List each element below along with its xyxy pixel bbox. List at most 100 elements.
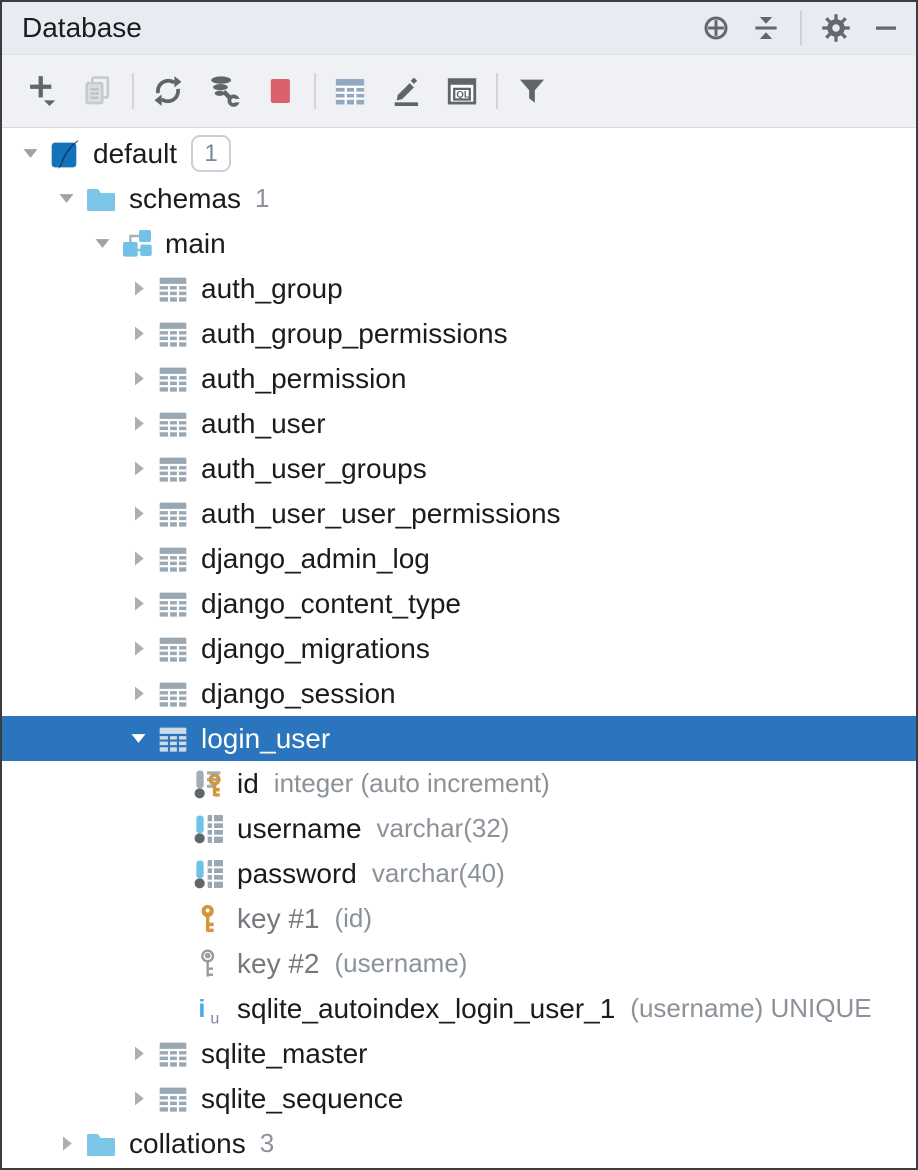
collapse-arrow-icon[interactable] bbox=[120, 1043, 156, 1064]
tree-row[interactable]: collations 3 bbox=[2, 1121, 916, 1166]
collapse-arrow-icon[interactable] bbox=[120, 278, 156, 299]
tree-row[interactable]: auth_permission bbox=[2, 356, 916, 401]
stop-icon[interactable] bbox=[258, 69, 302, 113]
tree-row[interactable]: key #2 (username) bbox=[2, 941, 916, 986]
tree-row[interactable]: auth_group bbox=[2, 266, 916, 311]
tool-window-title: Database bbox=[22, 12, 142, 43]
row-label: default bbox=[93, 137, 178, 169]
collapse-arrow-icon[interactable] bbox=[120, 683, 156, 704]
key-gray-icon bbox=[192, 948, 226, 980]
row-label: sqlite_sequence bbox=[201, 1082, 404, 1114]
add-data-source-icon[interactable] bbox=[20, 69, 64, 113]
row-label: username bbox=[237, 812, 362, 844]
tree-row[interactable]: id integer (auto increment) bbox=[2, 761, 916, 806]
sqlite-db-icon bbox=[48, 138, 82, 170]
hide-icon[interactable] bbox=[866, 8, 906, 48]
tree-row[interactable]: django_content_type bbox=[2, 581, 916, 626]
svg-text:u: u bbox=[210, 1010, 219, 1027]
collapse-arrow-icon[interactable] bbox=[120, 503, 156, 524]
column-icon bbox=[192, 813, 226, 845]
table-icon bbox=[156, 1083, 190, 1115]
duplicate-icon[interactable] bbox=[76, 69, 120, 113]
toolbar-separator bbox=[496, 73, 498, 109]
row-label: key #1 bbox=[237, 902, 320, 934]
tree-row[interactable]: django_session bbox=[2, 671, 916, 716]
row-label: main bbox=[165, 227, 226, 259]
expand-arrow-icon[interactable] bbox=[48, 188, 84, 209]
row-label: schemas bbox=[129, 182, 242, 214]
row-label: django_session bbox=[201, 677, 396, 709]
modify-pencil-icon[interactable] bbox=[384, 69, 428, 113]
titlebar-separator bbox=[800, 11, 802, 45]
row-label: auth_user_groups bbox=[201, 452, 427, 484]
row-secondary: varchar(40) bbox=[371, 858, 505, 888]
collapse-arrow-icon[interactable] bbox=[48, 1133, 84, 1154]
row-secondary: (username) bbox=[334, 948, 468, 978]
refresh-icon[interactable] bbox=[146, 69, 190, 113]
console-label: QL bbox=[456, 90, 469, 101]
settings-gear-icon[interactable] bbox=[816, 8, 856, 48]
row-label: django_admin_log bbox=[201, 542, 430, 574]
tree-row[interactable]: django_admin_log bbox=[2, 536, 916, 581]
row-secondary: varchar(32) bbox=[376, 813, 510, 843]
locate-icon[interactable] bbox=[696, 8, 736, 48]
collapse-arrow-icon[interactable] bbox=[120, 368, 156, 389]
table-icon bbox=[156, 678, 190, 710]
folder-icon bbox=[84, 1128, 118, 1160]
tree-row[interactable]: password varchar(40) bbox=[2, 851, 916, 896]
tree-row[interactable]: schemas 1 bbox=[2, 176, 916, 221]
collapse-arrow-icon[interactable] bbox=[120, 323, 156, 344]
row-label: auth_user bbox=[201, 407, 326, 439]
titlebar: Database bbox=[2, 2, 916, 55]
expand-arrow-icon[interactable] bbox=[84, 233, 120, 254]
tree-row[interactable]: default 1 bbox=[2, 131, 916, 176]
row-label: key #2 bbox=[237, 947, 320, 979]
expand-arrow-icon[interactable] bbox=[12, 143, 48, 164]
collapse-arrow-icon[interactable] bbox=[120, 458, 156, 479]
table-icon bbox=[156, 1038, 190, 1070]
collapse-all-icon[interactable] bbox=[746, 8, 786, 48]
data-source-properties-icon[interactable] bbox=[202, 69, 246, 113]
table-icon bbox=[156, 453, 190, 485]
filter-icon[interactable] bbox=[510, 69, 554, 113]
tree-row[interactable]: key #1 (id) bbox=[2, 896, 916, 941]
tree-row[interactable]: auth_group_permissions bbox=[2, 311, 916, 356]
collapse-arrow-icon[interactable] bbox=[120, 1088, 156, 1109]
table-icon bbox=[156, 318, 190, 350]
tree-row[interactable]: auth_user_user_permissions bbox=[2, 491, 916, 536]
row-count: 1 bbox=[255, 183, 270, 213]
table-icon bbox=[156, 723, 190, 755]
collapse-arrow-icon[interactable] bbox=[120, 548, 156, 569]
table-icon bbox=[156, 498, 190, 530]
tree-row[interactable]: auth_user bbox=[2, 401, 916, 446]
tree-row[interactable]: login_user bbox=[2, 716, 916, 761]
open-table-icon[interactable] bbox=[328, 69, 372, 113]
row-label: sqlite_master bbox=[201, 1037, 368, 1069]
row-label: login_user bbox=[201, 722, 331, 754]
tree-row[interactable]: sqlite_sequence bbox=[2, 1076, 916, 1121]
row-label: collations bbox=[129, 1127, 246, 1159]
row-secondary: (username) UNIQUE bbox=[630, 993, 872, 1023]
row-secondary: integer (auto increment) bbox=[273, 768, 550, 798]
table-icon bbox=[156, 273, 190, 305]
tree-row[interactable]: sqlite_master bbox=[2, 1031, 916, 1076]
tree-row[interactable]: main bbox=[2, 221, 916, 266]
tree-row[interactable]: auth_user_groups bbox=[2, 446, 916, 491]
column-icon bbox=[192, 858, 226, 890]
row-label: django_content_type bbox=[201, 587, 461, 619]
tree-row[interactable]: django_migrations bbox=[2, 626, 916, 671]
row-label: auth_permission bbox=[201, 362, 407, 394]
row-label: auth_group_permissions bbox=[201, 317, 508, 349]
table-icon bbox=[156, 588, 190, 620]
row-badge: 1 bbox=[191, 135, 232, 172]
toolbar-separator bbox=[132, 73, 134, 109]
jump-to-console-icon[interactable]: QL bbox=[440, 69, 484, 113]
collapse-arrow-icon[interactable] bbox=[120, 413, 156, 434]
expand-arrow-icon[interactable] bbox=[120, 728, 156, 749]
collapse-arrow-icon[interactable] bbox=[120, 593, 156, 614]
tree-row[interactable]: username varchar(32) bbox=[2, 806, 916, 851]
collapse-arrow-icon[interactable] bbox=[120, 638, 156, 659]
